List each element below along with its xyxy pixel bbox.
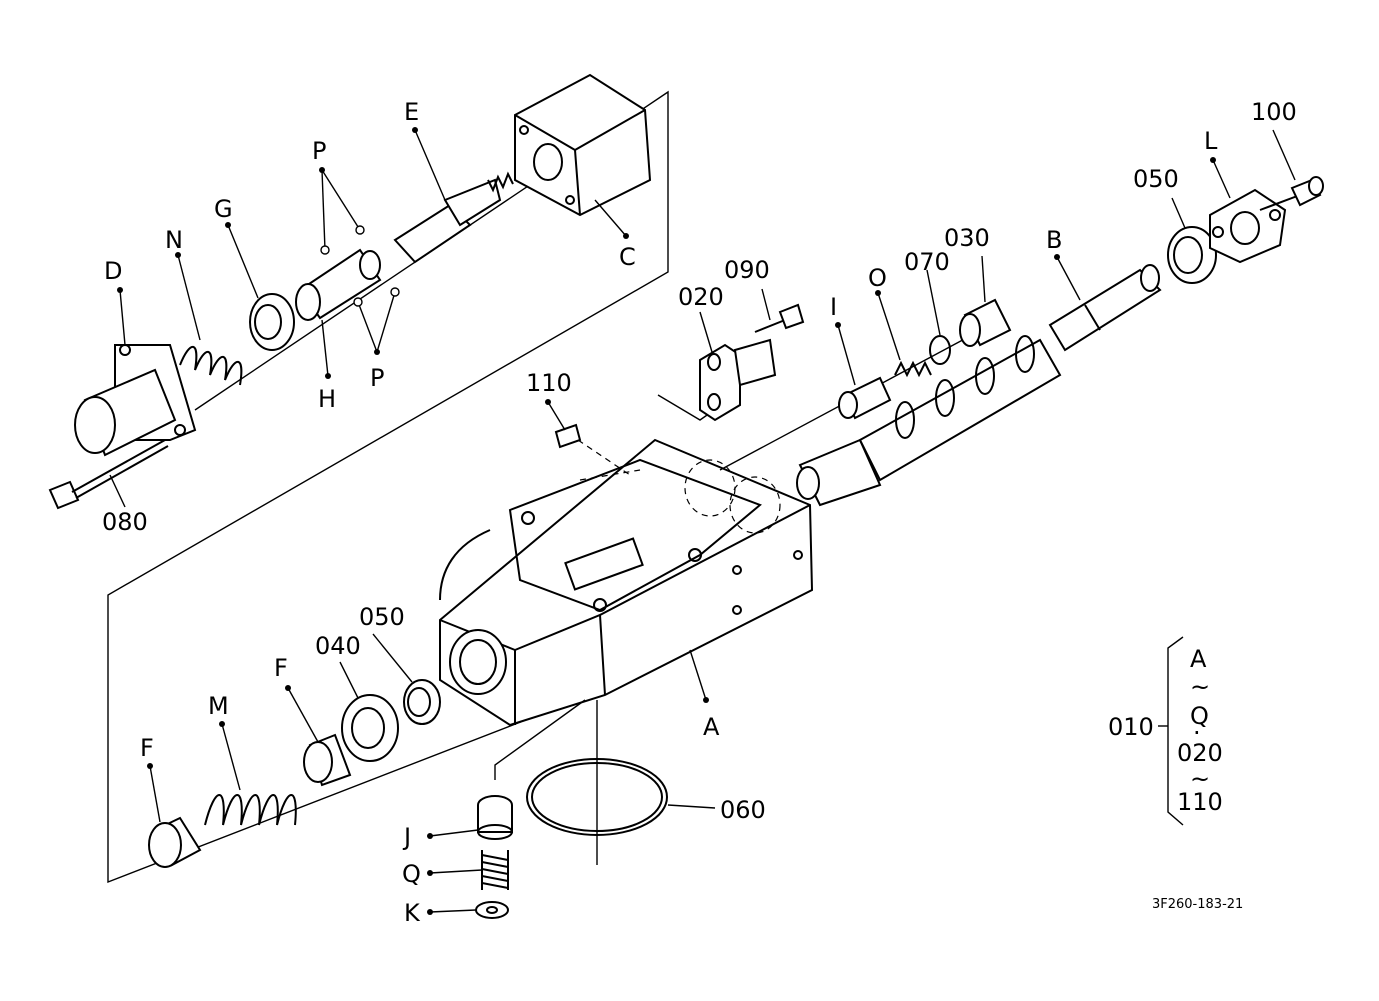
label-p-top: P bbox=[312, 137, 326, 165]
label-i: I bbox=[830, 293, 837, 321]
drawing-code: 3F260-183-21 bbox=[1152, 897, 1243, 912]
label-050-lower: 050 bbox=[359, 603, 405, 631]
label-q: Q bbox=[402, 860, 421, 888]
label-l: L bbox=[1204, 127, 1218, 155]
label-050-upper: 050 bbox=[1133, 165, 1179, 193]
part-f-lower[interactable] bbox=[148, 816, 202, 868]
label-h: H bbox=[318, 385, 336, 413]
bolt-100[interactable] bbox=[1259, 176, 1324, 211]
part-050-upper[interactable] bbox=[1167, 226, 1217, 284]
range-sep2: ~ bbox=[1190, 765, 1210, 793]
part-050-lower[interactable] bbox=[403, 679, 441, 725]
part-j[interactable] bbox=[477, 795, 513, 840]
ring-g[interactable] bbox=[249, 293, 295, 351]
range-start2: 020 bbox=[1177, 739, 1223, 767]
o-ring-060[interactable] bbox=[526, 700, 668, 865]
bracket-020[interactable] bbox=[699, 338, 777, 422]
label-f-lower: F bbox=[140, 734, 154, 762]
range-sep1: ~ bbox=[1190, 673, 1210, 701]
main-spool[interactable] bbox=[796, 335, 1062, 507]
part-070[interactable] bbox=[929, 335, 951, 365]
plug-i[interactable] bbox=[838, 376, 892, 420]
spring-m[interactable] bbox=[204, 794, 297, 826]
leader-dots bbox=[117, 127, 1216, 915]
bolt-080[interactable] bbox=[48, 439, 169, 510]
label-c: C bbox=[619, 243, 636, 271]
part-b[interactable] bbox=[1048, 264, 1162, 352]
range-mid: Q bbox=[1190, 702, 1209, 730]
range-dot: · bbox=[1193, 719, 1201, 747]
range-top: A bbox=[1190, 645, 1207, 673]
label-020: 020 bbox=[678, 283, 724, 311]
assembly-reference: 010 A ~ Q · 020 ~ 110 bbox=[1108, 645, 1223, 816]
label-a: A bbox=[703, 713, 720, 741]
label-030: 030 bbox=[944, 224, 990, 252]
washer-k[interactable] bbox=[475, 901, 509, 919]
shaft-e[interactable] bbox=[393, 171, 514, 264]
plug-110[interactable] bbox=[554, 423, 631, 476]
label-040: 040 bbox=[315, 632, 361, 660]
label-k: K bbox=[404, 899, 421, 927]
label-f-upper: F bbox=[274, 654, 288, 682]
label-n: N bbox=[165, 226, 183, 254]
plate-l[interactable] bbox=[1209, 188, 1287, 264]
label-b: B bbox=[1046, 226, 1062, 254]
label-090: 090 bbox=[724, 256, 770, 284]
label-d: D bbox=[104, 257, 122, 285]
part-030[interactable] bbox=[959, 298, 1012, 347]
valve-body-a[interactable] bbox=[439, 438, 814, 727]
part-f-upper[interactable] bbox=[303, 733, 352, 787]
bolt-090[interactable] bbox=[754, 303, 805, 333]
spring-q[interactable] bbox=[481, 850, 509, 890]
label-060: 060 bbox=[720, 796, 766, 824]
assembly-ref: 010 bbox=[1108, 713, 1154, 741]
jqk-axis bbox=[494, 699, 586, 780]
label-o: O bbox=[868, 264, 887, 292]
label-070: 070 bbox=[904, 248, 950, 276]
part-labels: D N G P P H E C 080 110 020 090 I O 070 … bbox=[102, 98, 1297, 927]
label-100: 100 bbox=[1251, 98, 1297, 126]
leaders bbox=[109, 129, 1296, 913]
assembly-bracket bbox=[1158, 636, 1184, 826]
part-040[interactable] bbox=[341, 694, 399, 762]
block-c[interactable] bbox=[514, 73, 652, 217]
label-110: 110 bbox=[526, 369, 572, 397]
sleeve-h[interactable] bbox=[295, 248, 382, 321]
spring-o[interactable] bbox=[894, 360, 932, 378]
solenoid-d[interactable] bbox=[74, 344, 197, 457]
spring-n[interactable] bbox=[179, 345, 243, 386]
label-e: E bbox=[404, 98, 419, 126]
label-j: J bbox=[402, 823, 411, 851]
label-m: M bbox=[208, 692, 229, 720]
label-g: G bbox=[214, 195, 233, 223]
range-end2: 110 bbox=[1177, 788, 1223, 816]
label-p-bottom: P bbox=[370, 364, 384, 392]
label-080: 080 bbox=[102, 508, 148, 536]
